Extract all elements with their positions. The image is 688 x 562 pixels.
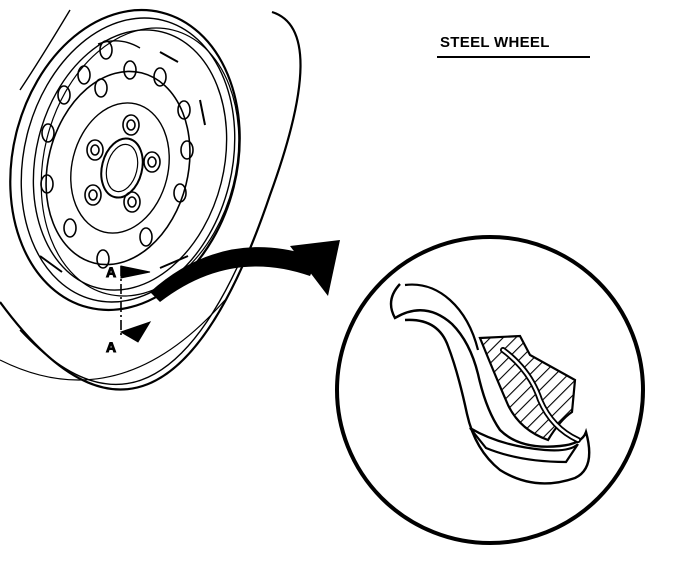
vent-hole — [57, 85, 71, 105]
detail-arrow-head — [290, 240, 340, 296]
rim-well — [32, 29, 228, 291]
tire-shoulder-line — [19, 249, 246, 386]
vent-hole — [139, 227, 153, 247]
wheel-disc — [45, 70, 191, 266]
section-detail-view — [335, 235, 645, 545]
vent-hole — [153, 67, 167, 87]
vent-hole — [77, 65, 91, 85]
rim-return-flange — [469, 427, 579, 464]
lug-nut — [127, 196, 137, 208]
steel-wheel — [9, 8, 241, 312]
vent-hole — [40, 174, 54, 194]
tire-inner-sidewall — [0, 299, 226, 381]
section-label-bottom: A — [106, 339, 116, 355]
tire — [0, 9, 302, 391]
weight-clip-inner — [501, 348, 580, 442]
rim-slot — [97, 40, 141, 49]
lug-nut — [84, 184, 102, 206]
lug-nut — [147, 156, 157, 168]
vent-hole — [173, 183, 187, 203]
lug-nut — [126, 119, 136, 131]
detail-arrow — [150, 240, 340, 302]
rim-slot — [39, 255, 63, 273]
lug-nuts — [84, 114, 161, 213]
vent-hole — [63, 218, 77, 238]
lug-nut — [143, 151, 161, 173]
title-underline — [437, 56, 590, 58]
detail-circle — [335, 235, 645, 545]
vent-hole — [123, 60, 137, 80]
lug-nut — [122, 114, 140, 136]
rim-outer — [9, 8, 241, 312]
section-line-a: A A — [106, 264, 152, 356]
rim-flange — [20, 17, 236, 303]
rim-profile-outer-edge — [404, 283, 480, 351]
vent-hole — [177, 100, 191, 120]
cut-arrow-bottom — [119, 321, 152, 343]
wheel-hub-raised — [70, 102, 170, 234]
vent-hole — [180, 140, 194, 160]
detail-arrow-shaft — [150, 247, 318, 302]
lug-nut — [90, 144, 100, 156]
vent-holes — [40, 40, 194, 269]
rim-slot — [159, 51, 179, 63]
vent-hole — [99, 40, 113, 60]
vent-hole — [94, 78, 108, 98]
rim-slot — [199, 99, 206, 126]
lug-nut — [88, 189, 98, 201]
center-bore-inner — [105, 143, 139, 193]
rim-inner-lip — [40, 27, 240, 297]
page-title: STEEL WHEEL — [440, 34, 550, 51]
lug-nut — [123, 191, 141, 213]
vent-hole — [41, 123, 55, 143]
section-label-top: A — [106, 264, 116, 280]
rim-slot — [159, 255, 189, 269]
vent-hole — [96, 249, 110, 269]
lug-nut — [86, 139, 104, 161]
tire-bead-section — [478, 334, 577, 442]
cut-arrow-top — [120, 265, 151, 279]
tire-outer-edge — [0, 10, 302, 391]
center-bore — [100, 137, 144, 199]
tire-sidewall-line — [19, 9, 71, 91]
